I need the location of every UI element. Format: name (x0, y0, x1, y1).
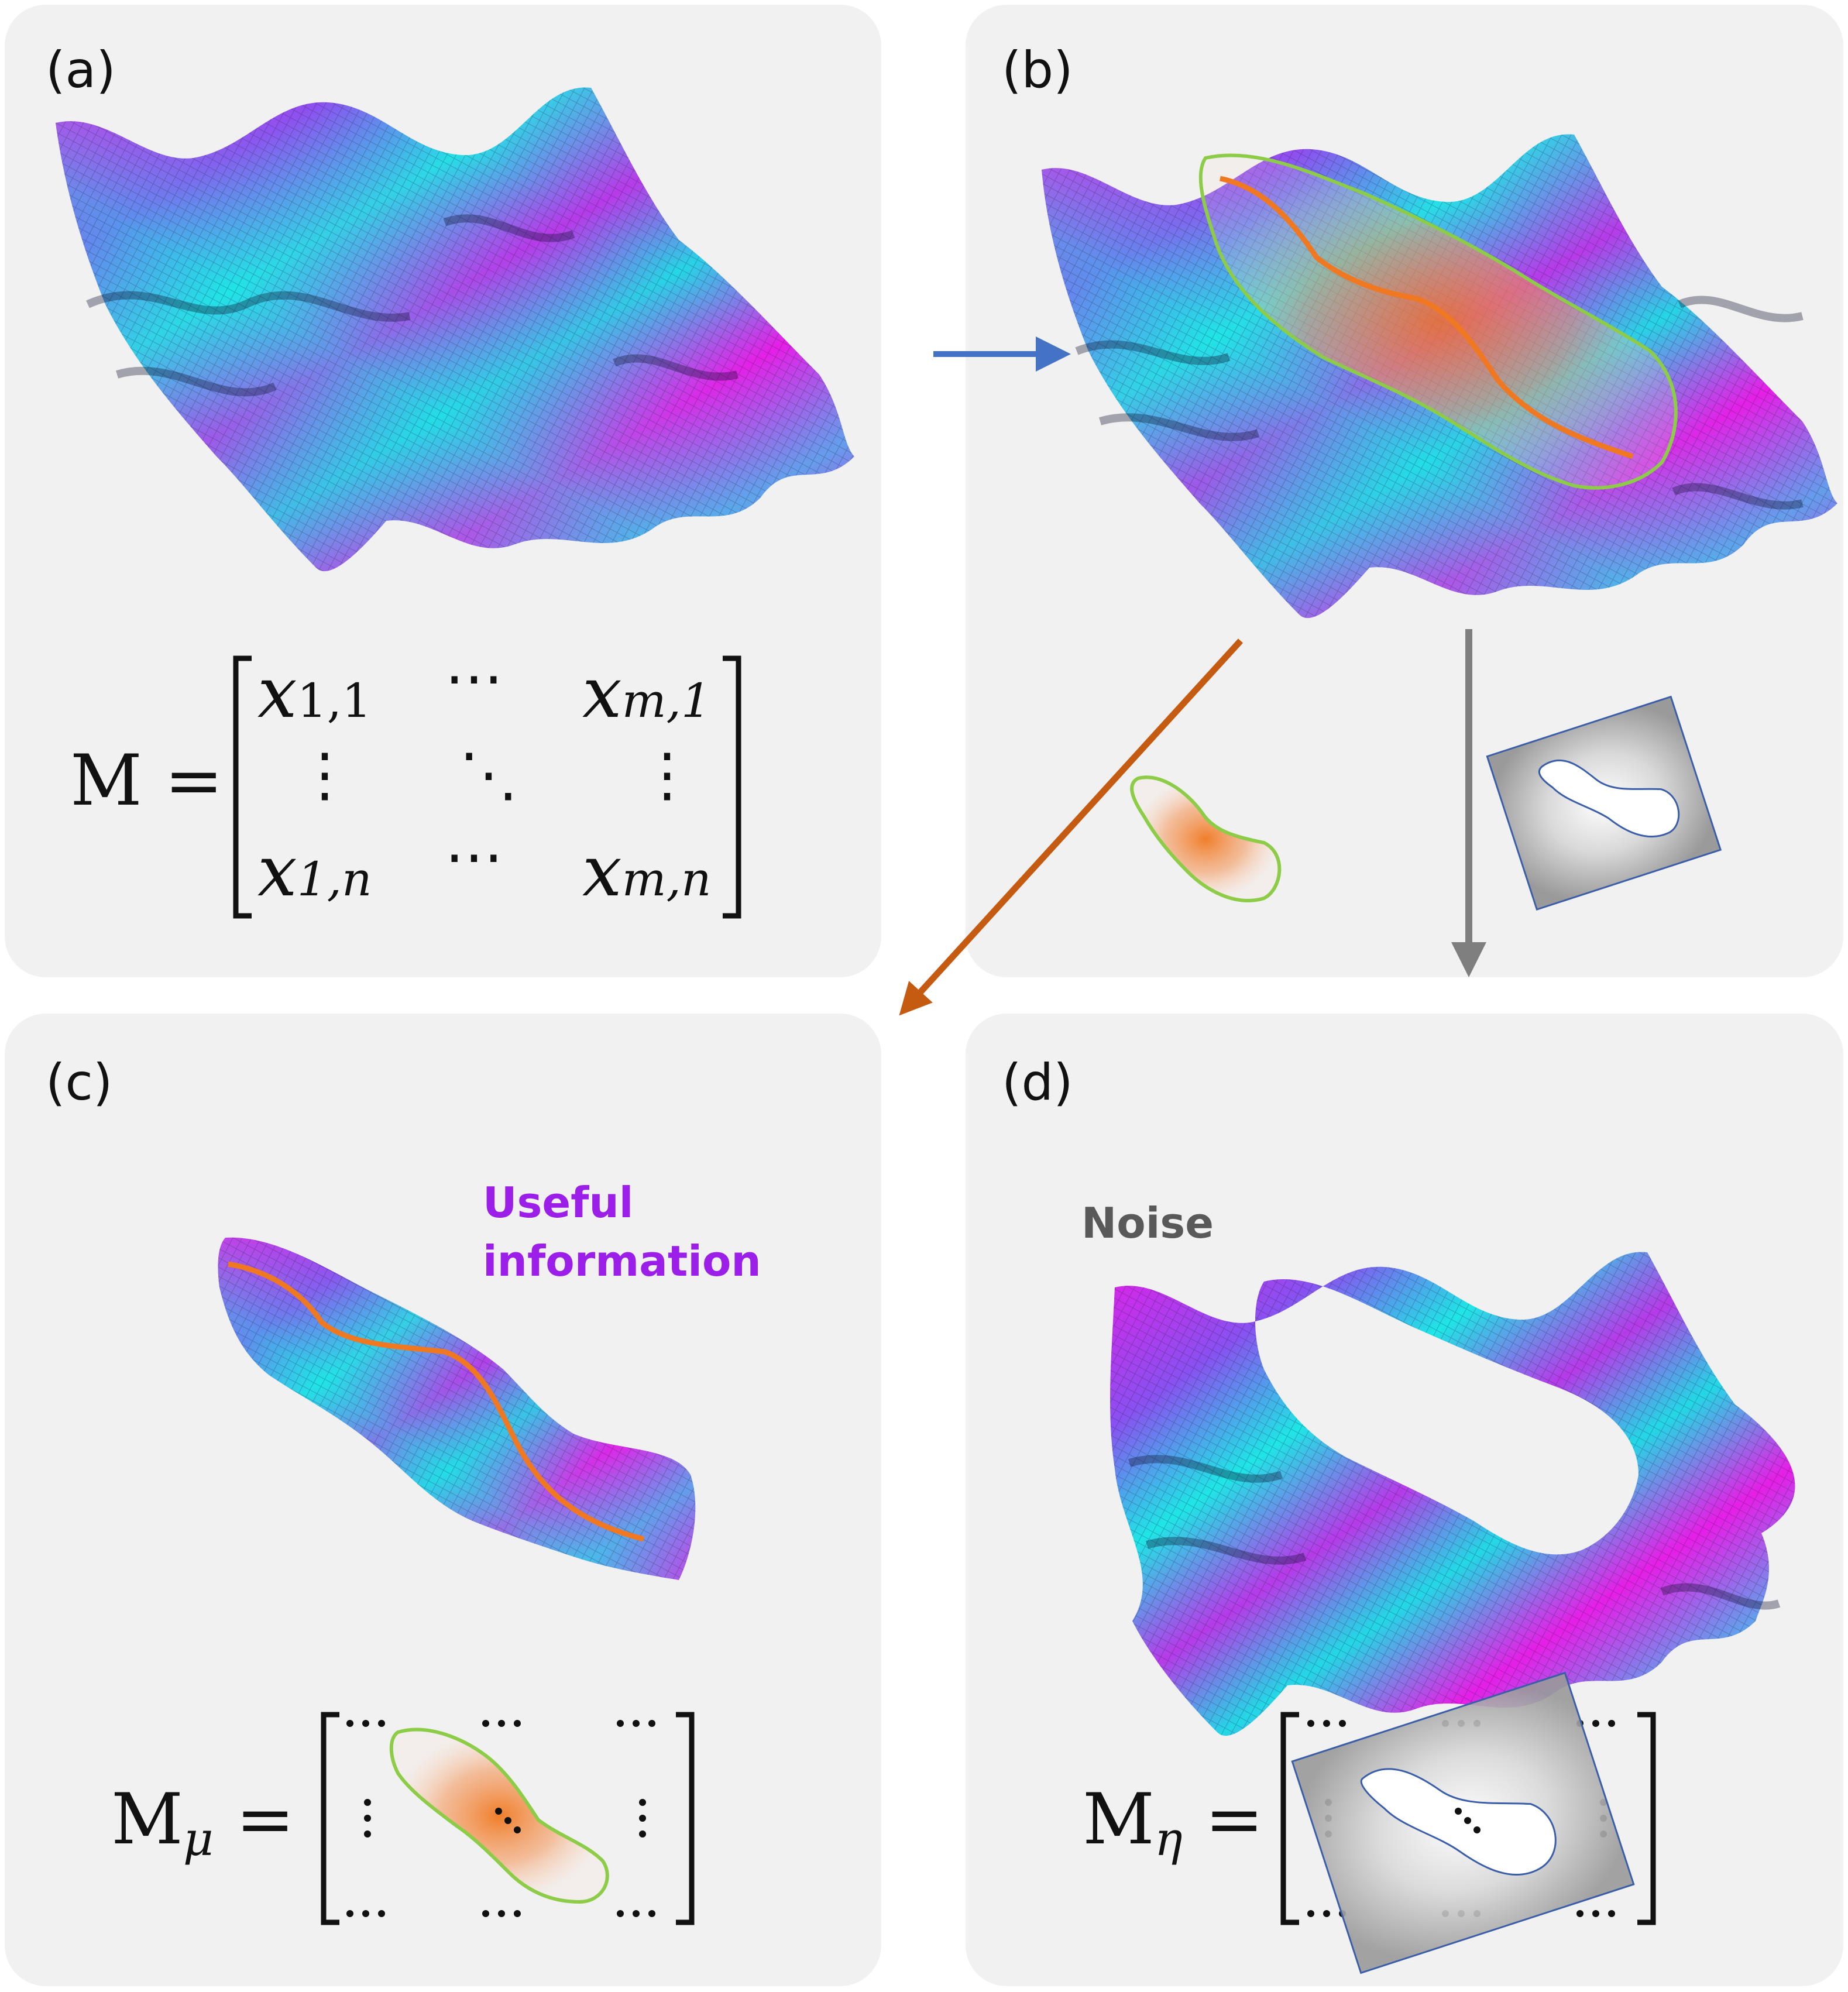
useful-surface-c (218, 1237, 696, 1580)
noise-patch-small (1486, 695, 1722, 911)
matrix-d-m: M (1083, 1779, 1155, 1860)
useful-line1: Useful (483, 1178, 634, 1227)
noise-label: Noise (1081, 1198, 1214, 1248)
matrix-d-sub: η (1154, 1812, 1183, 1866)
matrix-a-brackets (233, 655, 741, 919)
useful-information-label: Useful information (483, 1173, 761, 1290)
useful-line2: information (483, 1237, 761, 1286)
matrix-d-brackets (1280, 1712, 1656, 1925)
surface-b (1042, 134, 1837, 619)
matrix-c-label: Mμ = (111, 1779, 295, 1866)
panel-label-c: (c) (46, 1053, 113, 1112)
matrix-c-dots (346, 1720, 655, 1917)
matrix-sub: m,1 (621, 674, 711, 728)
matrix-sub: 1,1 (297, 674, 372, 728)
panel-label-b: (b) (1002, 41, 1073, 99)
matrix-a-vdots-right: ⋮ (638, 740, 696, 809)
noise-patch-matrix-d (1291, 1671, 1635, 1974)
arrow-b-to-c (899, 638, 1244, 1016)
matrix-a-cell-x11: x1,1 (257, 652, 372, 734)
matrix-a-hdots-top: ⋯ (445, 644, 503, 712)
matrix-c-sub: μ (183, 1812, 214, 1866)
useful-region-b (1198, 153, 1678, 490)
matrix-x: x (582, 652, 622, 734)
matrix-c-m: M (111, 1779, 183, 1860)
noise-surface-d (1110, 1252, 1795, 1736)
matrix-c-brackets (321, 1712, 695, 1925)
matrix-sub: 1,n (297, 852, 372, 906)
matrix-a-cell-x1n: x1,n (257, 831, 372, 912)
surface-a (56, 87, 854, 572)
matrix-sub: m,n (621, 852, 712, 906)
matrix-d-eq: = (1204, 1779, 1264, 1860)
matrix-a-hdots-bottom: ⋯ (445, 822, 503, 891)
matrix-d-label: Mη = (1083, 1779, 1264, 1866)
matrix-a-cell-xmn: xm,n (582, 831, 712, 912)
matrix-a-vdots-left: ⋮ (296, 740, 354, 809)
matrix-x: x (257, 652, 297, 734)
matrix-x: x (582, 831, 622, 912)
matrix-a-ddots: ⋱ (459, 740, 518, 809)
panel-label-d: (d) (1002, 1053, 1073, 1112)
matrix-x: x (257, 831, 297, 912)
matrix-c-eq: = (236, 1779, 295, 1860)
useful-blob-small (1130, 775, 1282, 902)
useful-blob-matrix-c (389, 1727, 609, 1904)
matrix-a-label: M = (70, 740, 224, 822)
matrix-a-cell-xm1: xm,1 (582, 652, 711, 734)
panel-label-a: (a) (46, 41, 116, 99)
